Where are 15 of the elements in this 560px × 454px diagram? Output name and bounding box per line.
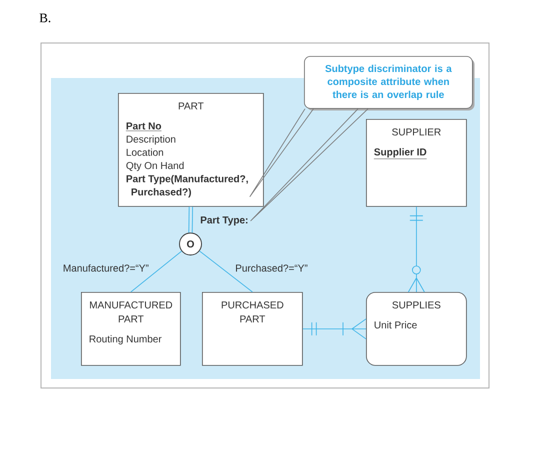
relationship-line <box>302 318 366 340</box>
text-label: Part Type: <box>200 216 248 226</box>
panel-label: B. <box>40 14 50 22</box>
entity-box: PURCHASED PART <box>202 292 303 366</box>
rounded-entity-box: SUPPLIES Unit Price <box>366 292 467 366</box>
callout-pointer <box>249 108 314 198</box>
double-line <box>188 206 193 233</box>
connector-line <box>199 250 253 292</box>
callout-pointer <box>250 108 368 222</box>
entity-box: PART Part No Description Location Qty On Hand Part Type(Manufactured?, Purchased?) <box>118 93 264 207</box>
relationship-line <box>408 206 425 292</box>
entity-box: MANUFACTURED PART Routing Number <box>81 292 181 366</box>
callout-box: Subtype discriminator is a composite attribute when there is an overlap rule <box>304 56 474 110</box>
entity-box: SUPPLIER Supplier ID <box>366 119 467 207</box>
connector-line <box>130 250 182 292</box>
